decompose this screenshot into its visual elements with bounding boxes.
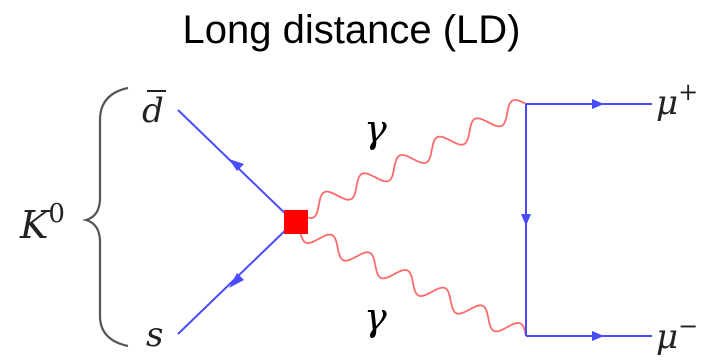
muon-plus-label: μ+ [656,78,698,123]
diagram-title: Long distance (LD) [182,8,521,52]
muon-minus-arrow [592,331,604,341]
antiquark-arrow [229,159,244,171]
k0-label-sup: 0 [48,199,65,229]
muon-plus-label-sup: + [678,78,698,106]
muon-minus-label-base: μ [656,317,678,357]
k0-label-base: K [19,203,51,247]
quark-arrow [229,273,244,288]
k0-brace [82,86,129,348]
muon-plus-label-base: μ [656,83,678,123]
muon-minus-label-sup: − [678,312,698,340]
photon-bottom-label: γ [364,295,387,339]
muon-plus-arrow [592,99,604,109]
photon-line-bottom [299,229,527,337]
muon-internal-arrow [521,214,531,226]
quark-label: s [146,315,163,355]
k0-label: K0 [19,199,65,247]
muon-minus-label: μ− [656,312,698,357]
vertex-box [284,210,308,234]
photon-top-label: γ [364,107,387,151]
antiquark-label: d [142,91,164,131]
photon-line-top [299,99,527,219]
